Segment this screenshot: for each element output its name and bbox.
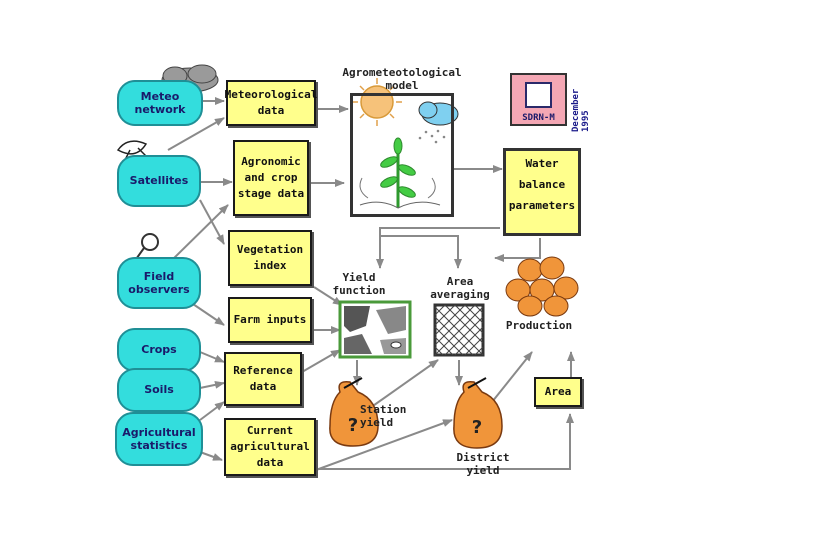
- yield-function-label: Yield function: [332, 271, 386, 297]
- reference-data-box: Reference data: [224, 352, 302, 406]
- date-label: December 1995: [571, 88, 591, 132]
- crops-label: Crops: [141, 343, 177, 357]
- district-yield-label: District yield: [456, 451, 510, 477]
- area-box: Area: [534, 377, 582, 407]
- yield-function-picture: [338, 300, 412, 359]
- agricultural-statistics-node: Agricultural statistics: [115, 412, 203, 466]
- meteo-network-node: Meteo network: [117, 80, 203, 126]
- station-yield-sack: [329, 377, 379, 447]
- agromet-model-frame: [350, 93, 454, 217]
- agronomic-data-box: Agronomic and crop stage data: [233, 140, 309, 216]
- arrows: [167, 97, 575, 471]
- logo-window: [525, 82, 552, 108]
- district-yield-question: ?: [471, 417, 483, 438]
- farm-inputs-box: Farm inputs: [228, 297, 312, 343]
- logo-text: SDRN-M: [522, 113, 555, 123]
- field-observers-label: Field observers: [128, 269, 190, 296]
- station-yield-label: Station yield: [360, 403, 407, 429]
- area-averaging-label: Area averaging: [430, 275, 490, 301]
- current-agricultural-data-box: Current agricultural data: [224, 418, 316, 476]
- water-balance-box: [503, 148, 581, 236]
- soils-label: Soils: [144, 383, 174, 397]
- area-averaging-grid: [433, 303, 485, 357]
- satellites-label: Satellites: [129, 174, 189, 188]
- agricultural-statistics-label: Agricultural statistics: [122, 425, 196, 452]
- production-sacks: [505, 256, 579, 317]
- field-observers-node: Field observers: [117, 257, 201, 309]
- agromet-model-title: Agrometeotological model: [342, 66, 462, 92]
- water-balance-label: Water balance parameters: [508, 157, 576, 212]
- production-label: Production: [505, 319, 573, 332]
- meteorological-data-box: Meteorological data: [225, 80, 317, 126]
- soils-node: Soils: [117, 368, 201, 412]
- meteo-network-label: Meteo network: [134, 89, 186, 116]
- district-yield-sack: [453, 377, 503, 449]
- crops-node: Crops: [117, 328, 201, 372]
- station-yield-question: ?: [347, 415, 359, 436]
- satellites-node: Satellites: [117, 155, 201, 207]
- vegetation-index-box: Vegetation index: [228, 230, 312, 286]
- sdrn-logo: SDRN-M: [510, 73, 567, 126]
